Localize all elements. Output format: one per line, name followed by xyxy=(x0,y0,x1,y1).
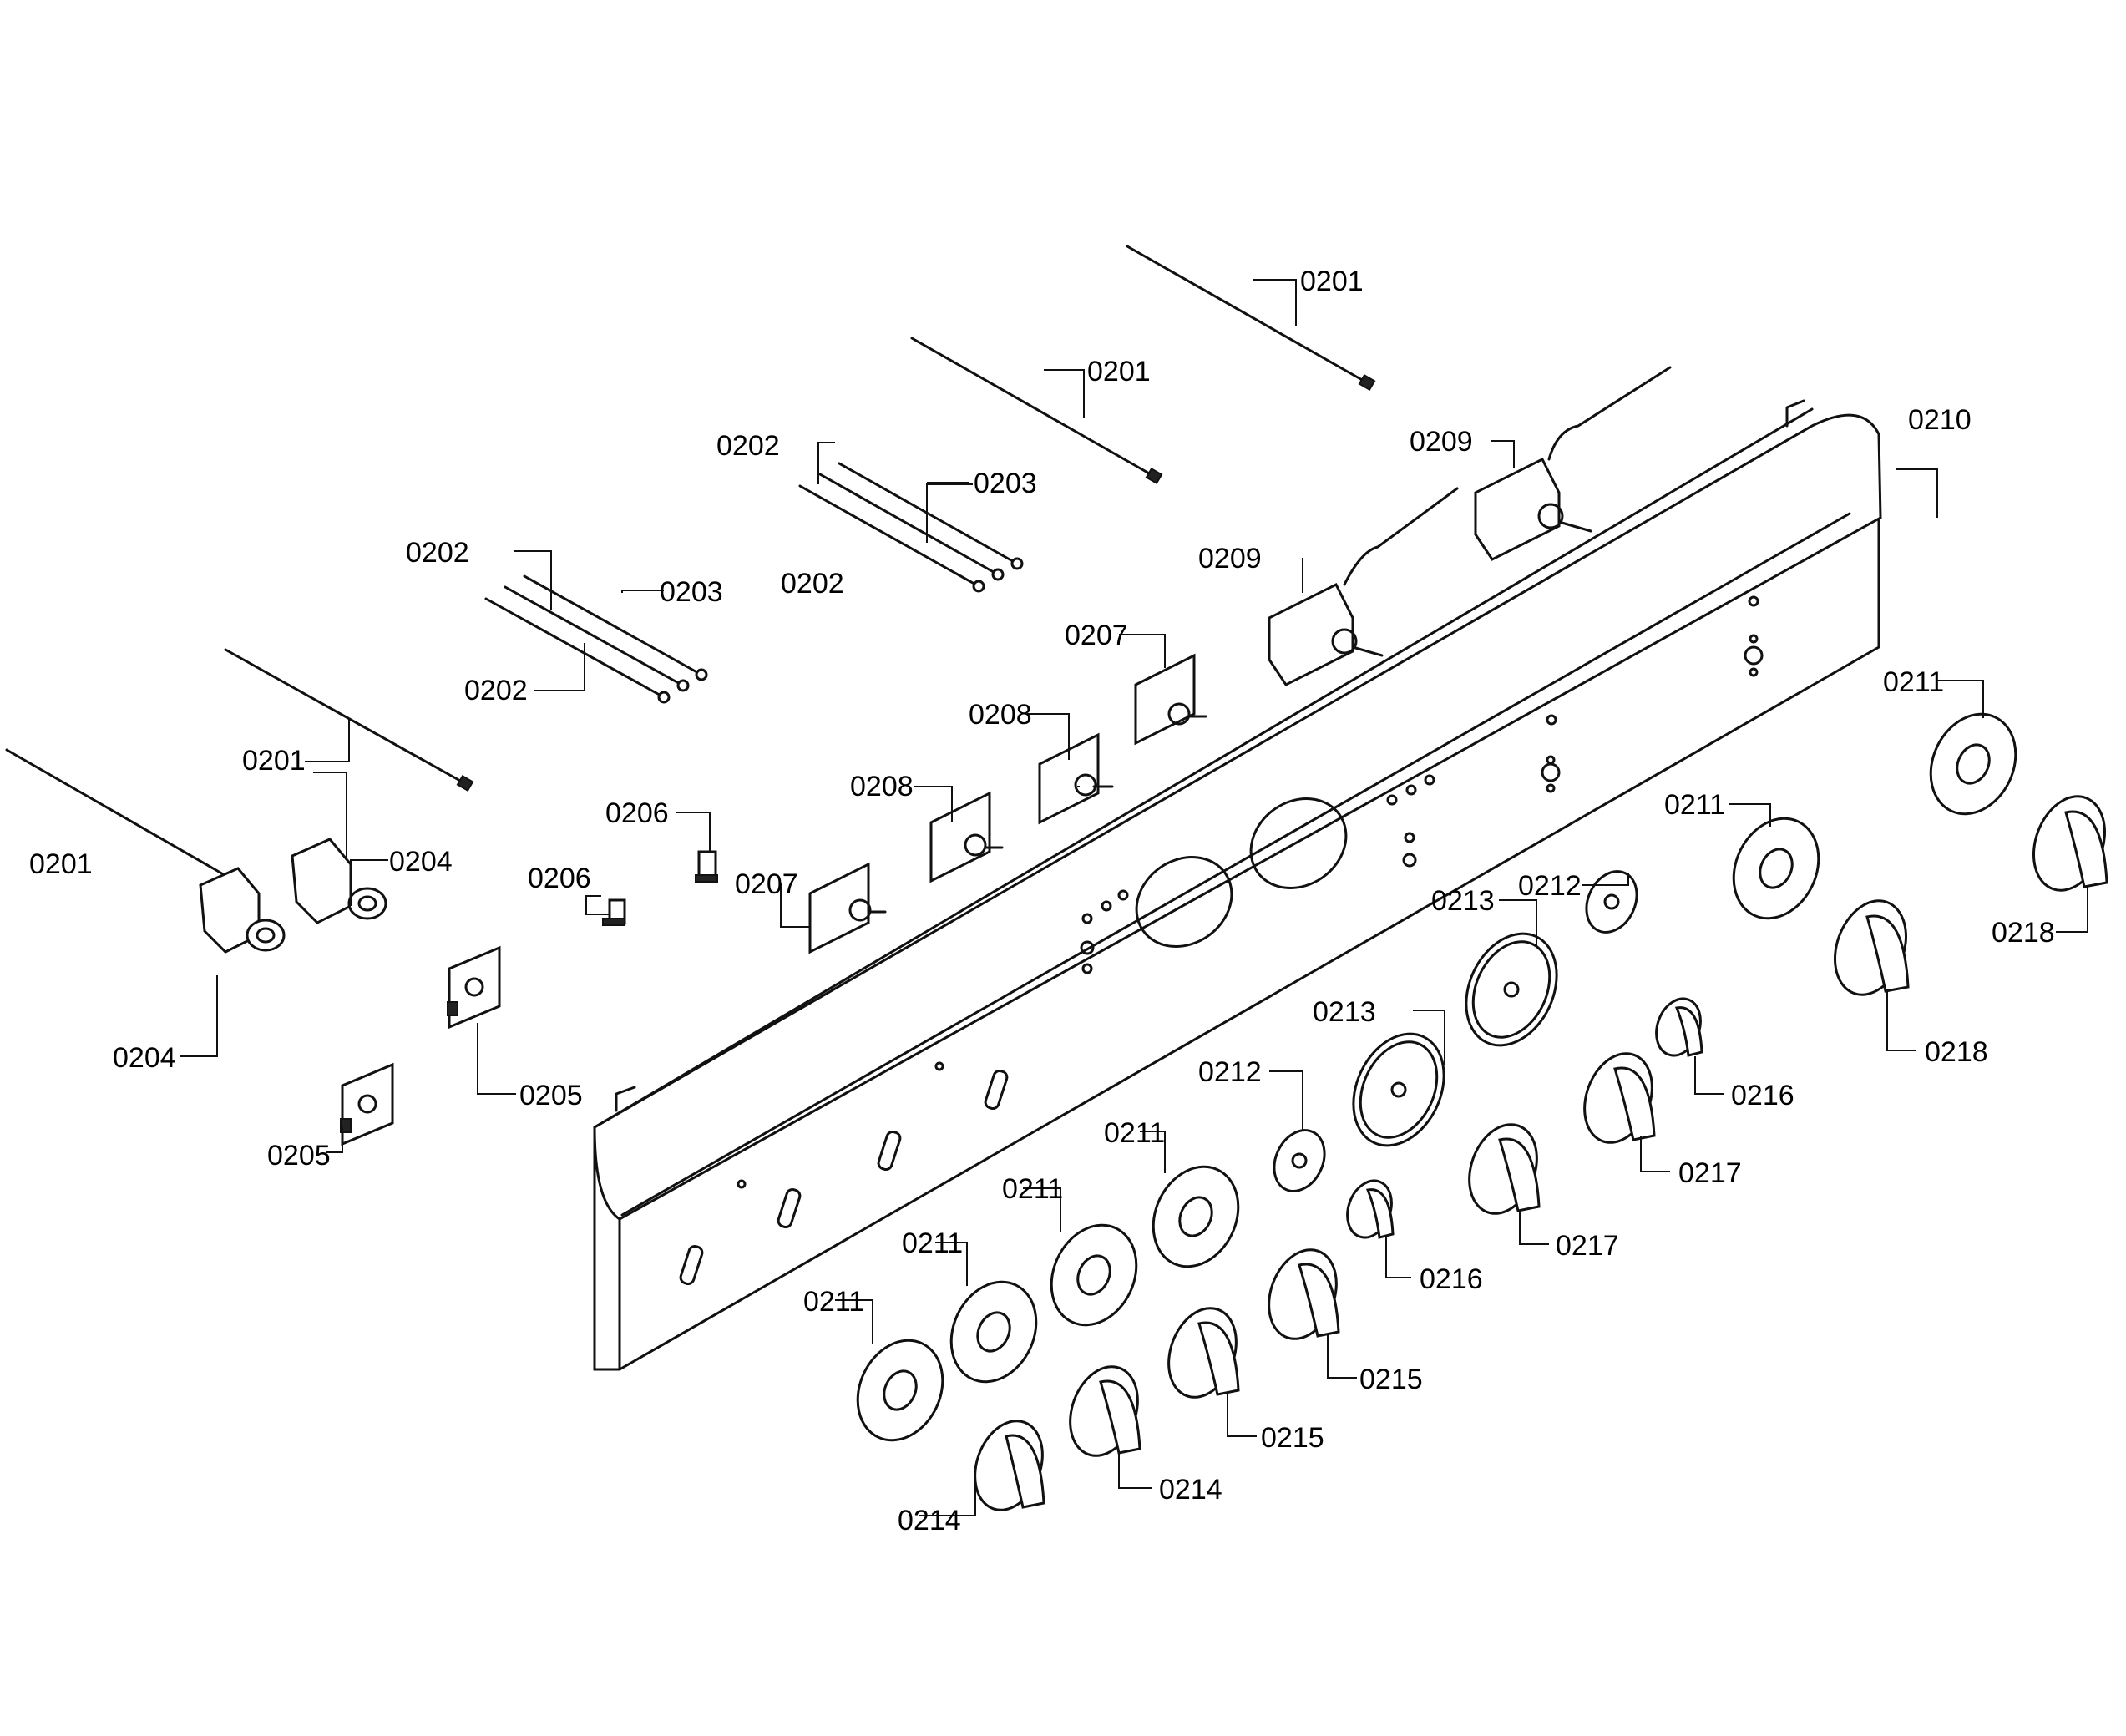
bezel-part xyxy=(1732,817,1820,920)
label-0202: 0202 xyxy=(464,675,528,706)
label-0213: 0213 xyxy=(1313,996,1376,1028)
label-0218: 0218 xyxy=(1992,917,2055,949)
panel-slots xyxy=(679,1061,1009,1286)
label-0202: 0202 xyxy=(716,430,780,462)
control-panel-part xyxy=(593,399,1882,1371)
label-0216: 0216 xyxy=(1731,1080,1794,1111)
small-knob-part xyxy=(1655,997,1703,1057)
rod-part xyxy=(910,337,1163,485)
label-0201: 0201 xyxy=(1087,356,1151,387)
label-0206: 0206 xyxy=(605,797,669,829)
label-0215: 0215 xyxy=(1261,1422,1324,1454)
thermostat-plate-part xyxy=(808,862,887,954)
switch-board-part xyxy=(340,1062,394,1146)
label-0217: 0217 xyxy=(1556,1230,1619,1262)
valve-part xyxy=(291,838,387,924)
clip-part xyxy=(602,898,626,926)
label-0214: 0214 xyxy=(1159,1474,1222,1506)
leader-lines xyxy=(180,279,2088,1516)
label-0209: 0209 xyxy=(1198,543,1262,574)
label-0214: 0214 xyxy=(898,1505,961,1536)
label-0211: 0211 xyxy=(1104,1117,1165,1149)
large-ring-part xyxy=(1352,1032,1445,1147)
rod-part xyxy=(1126,245,1376,392)
label-0207: 0207 xyxy=(735,868,798,900)
ring-part xyxy=(1585,870,1638,934)
label-0208: 0208 xyxy=(969,699,1032,731)
label-0202: 0202 xyxy=(406,537,469,569)
knob-part xyxy=(974,1420,1045,1511)
label-0201: 0201 xyxy=(1300,266,1364,297)
thin-rod-group-right xyxy=(798,462,1024,593)
knob-part xyxy=(1069,1365,1141,1457)
knob-part xyxy=(1833,899,1910,996)
label-0210: 0210 xyxy=(1908,404,1972,436)
label-0212: 0212 xyxy=(1518,870,1582,902)
knob-part xyxy=(2032,795,2108,892)
label-0201: 0201 xyxy=(242,745,306,777)
label-0201: 0201 xyxy=(29,848,93,880)
label-0218: 0218 xyxy=(1925,1036,1988,1068)
thermostat-plate-part xyxy=(1038,732,1114,825)
label-0209: 0209 xyxy=(1410,426,1473,458)
panel-cutouts xyxy=(1080,595,1764,974)
ring-part xyxy=(1273,1129,1326,1192)
rod-part-group xyxy=(5,245,1376,893)
knob-part xyxy=(1583,1052,1656,1144)
label-0211: 0211 xyxy=(1664,789,1725,821)
label-0206: 0206 xyxy=(528,863,591,894)
bezel-part xyxy=(856,1339,944,1442)
label-0211: 0211 xyxy=(1002,1173,1063,1205)
label-0203: 0203 xyxy=(660,576,723,608)
label-0204: 0204 xyxy=(389,846,453,878)
label-0207: 0207 xyxy=(1065,620,1128,651)
thermostat-plate-part xyxy=(929,791,1004,883)
label-0202: 0202 xyxy=(781,568,844,600)
label-0215: 0215 xyxy=(1359,1364,1423,1395)
label-0213: 0213 xyxy=(1431,885,1495,917)
thermostat-plate-part xyxy=(1134,653,1207,746)
bezel-part xyxy=(1152,1165,1240,1268)
small-knob-part xyxy=(1346,1179,1395,1239)
switch-board-part xyxy=(447,945,501,1030)
label-0205: 0205 xyxy=(519,1080,583,1111)
label-0212: 0212 xyxy=(1198,1056,1262,1088)
large-ring-part xyxy=(1465,932,1558,1047)
thin-rod-group-left xyxy=(484,574,708,704)
label-0217: 0217 xyxy=(1678,1157,1742,1189)
thermostat-part xyxy=(1474,366,1672,561)
valve-part xyxy=(199,867,286,954)
label-0211: 0211 xyxy=(1883,666,1944,698)
knob-part xyxy=(1167,1307,1240,1399)
label-0204: 0204 xyxy=(113,1042,176,1074)
knob-part xyxy=(1468,1123,1541,1215)
label-0203: 0203 xyxy=(974,468,1037,499)
label-0216: 0216 xyxy=(1420,1263,1483,1295)
rod-part xyxy=(224,648,474,792)
part-labels: 0201 0201 0201 0201 0202 0202 0202 0202 … xyxy=(29,266,2055,1536)
clip-part xyxy=(695,850,718,883)
bezel-part xyxy=(949,1280,1038,1384)
bezel-part xyxy=(1050,1223,1138,1327)
label-0211: 0211 xyxy=(803,1286,864,1318)
label-0208: 0208 xyxy=(850,771,914,802)
knob-part xyxy=(1268,1248,1340,1340)
label-0211: 0211 xyxy=(902,1227,963,1259)
bezel-part xyxy=(1929,712,2017,816)
label-0205: 0205 xyxy=(267,1140,331,1172)
thermostat-part xyxy=(1268,487,1459,686)
